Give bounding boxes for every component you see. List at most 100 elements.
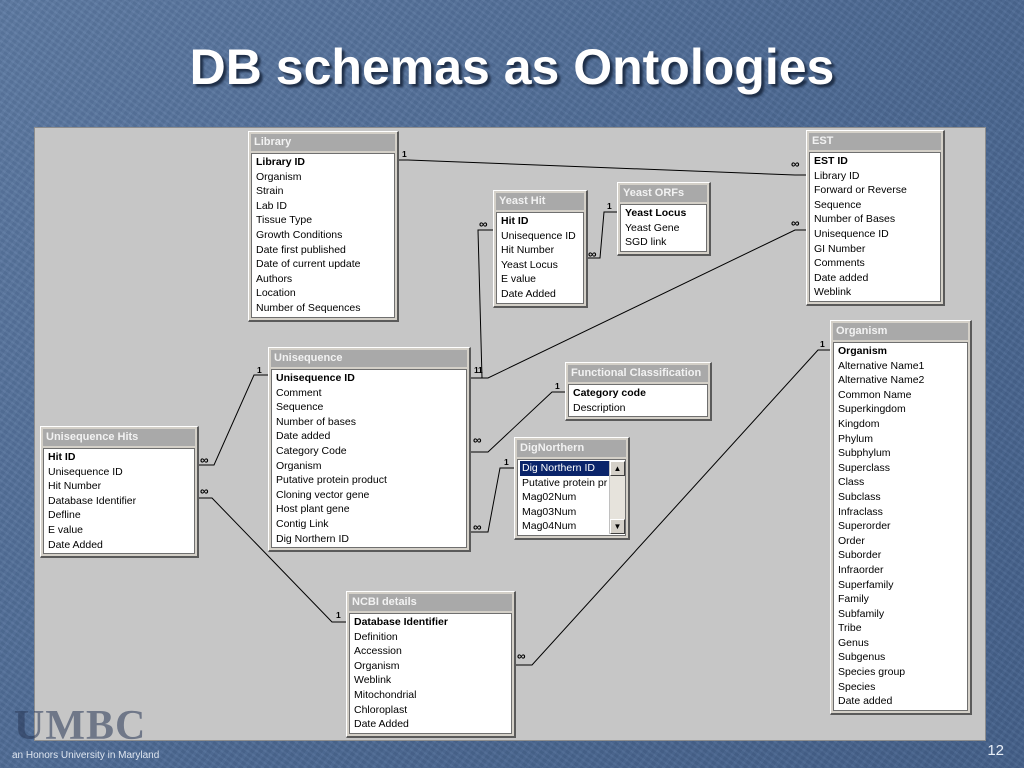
primary-key-field[interactable]: Organism — [838, 345, 888, 357]
primary-key-field[interactable]: Category code — [573, 387, 646, 399]
scroll-up-icon[interactable]: ▲ — [610, 461, 625, 476]
table-field[interactable]: Chloroplast — [354, 703, 408, 716]
table-field[interactable]: Forward or Reverse — [814, 184, 907, 197]
table-unisequence-hits[interactable]: Unisequence Hits Hit ID Unisequence ID Hit… — [40, 426, 199, 559]
table-field[interactable]: Tribe — [838, 622, 862, 635]
table-field[interactable]: Comments — [814, 257, 865, 270]
table-field[interactable]: Common Name — [838, 388, 912, 401]
table-field[interactable]: Hit Number — [48, 480, 102, 493]
table-field[interactable]: Unisequence ID — [501, 229, 576, 242]
table-field[interactable]: Lab ID — [256, 199, 287, 212]
table-field[interactable]: Accession — [354, 645, 402, 658]
table-field[interactable]: Strain — [256, 185, 284, 198]
table-yeast-hit[interactable]: Yeast Hit Hit ID Unisequence ID Hit Number… — [493, 190, 588, 308]
table-field[interactable]: Superfamily — [838, 578, 894, 591]
primary-key-field[interactable]: Database Identifier — [354, 616, 448, 628]
primary-key-field[interactable]: Dig Northern ID — [520, 461, 609, 476]
table-field[interactable]: Growth Conditions — [256, 228, 343, 241]
table-field[interactable]: Dig Northern ID — [276, 532, 349, 545]
table-title[interactable]: EST — [809, 133, 941, 150]
table-field[interactable]: Superclass — [838, 461, 890, 474]
vertical-scrollbar[interactable]: ▲ ▼ — [609, 461, 625, 534]
table-field[interactable]: Unisequence ID — [814, 227, 889, 240]
table-field[interactable]: Defline — [48, 509, 81, 522]
table-field[interactable]: Definition — [354, 630, 398, 643]
table-field[interactable]: Mitochondrial — [354, 688, 417, 701]
table-field[interactable]: Tissue Type — [256, 214, 313, 227]
table-field[interactable]: Phylum — [838, 432, 874, 445]
primary-key-field[interactable]: Unisequence ID — [276, 372, 355, 384]
table-field[interactable]: E value — [48, 523, 84, 536]
table-field[interactable]: Class — [838, 476, 865, 489]
table-field[interactable]: Genus — [838, 636, 869, 649]
table-field[interactable]: Hit Number — [501, 244, 555, 257]
table-field[interactable]: Family — [838, 593, 869, 606]
table-field[interactable]: Category Code — [276, 444, 347, 457]
table-field[interactable]: Subgenus — [838, 651, 886, 664]
primary-key-field[interactable]: Library ID — [256, 156, 306, 168]
table-field[interactable]: Putative protein pr — [522, 476, 608, 489]
table-field[interactable]: Mag04Num — [522, 520, 577, 533]
table-field[interactable]: Description — [573, 401, 626, 414]
table-title[interactable]: Functional Classification — [568, 365, 708, 382]
table-field[interactable]: Yeast Gene — [625, 221, 680, 234]
table-field[interactable]: Mag02Num — [522, 491, 577, 504]
table-title[interactable]: Library — [251, 134, 395, 151]
table-title[interactable]: Unisequence Hits — [43, 429, 195, 446]
table-field[interactable]: Date of current update — [256, 258, 361, 271]
primary-key-field[interactable]: Yeast Locus — [625, 207, 687, 219]
table-field[interactable]: Mag03Num — [522, 505, 577, 518]
table-field[interactable]: SGD link — [625, 236, 667, 249]
table-field[interactable]: Date added — [838, 695, 893, 708]
table-title[interactable]: Unisequence — [271, 350, 467, 367]
table-field[interactable]: Organism — [276, 459, 322, 472]
table-title[interactable]: Organism — [833, 323, 968, 340]
table-field[interactable]: Subfamily — [838, 607, 885, 620]
table-field[interactable]: Date added — [814, 271, 869, 284]
table-field[interactable]: Authors — [256, 272, 293, 285]
table-title[interactable]: NCBI details — [349, 594, 512, 611]
table-field[interactable]: Alternative Name1 — [838, 359, 925, 372]
primary-key-field[interactable]: Hit ID — [48, 451, 76, 463]
table-field[interactable]: Database Identifier — [48, 494, 137, 507]
table-field[interactable]: Comment — [276, 386, 322, 399]
table-field[interactable]: Superkingdom — [838, 403, 906, 416]
table-field[interactable]: GI Number — [814, 242, 866, 255]
table-field[interactable]: Number of Sequences — [256, 301, 361, 314]
table-field[interactable]: Number of Bases — [814, 213, 896, 226]
table-field[interactable]: Cloning vector gene — [276, 488, 370, 501]
primary-key-field[interactable]: Hit ID — [501, 215, 529, 227]
table-field[interactable]: Library ID — [814, 169, 860, 182]
scroll-down-icon[interactable]: ▼ — [610, 518, 625, 534]
table-field[interactable]: Subclass — [838, 490, 881, 503]
table-field[interactable]: Infraclass — [838, 505, 883, 518]
table-field[interactable]: Date Added — [48, 538, 103, 551]
table-field[interactable]: Unisequence ID — [48, 465, 123, 478]
table-field[interactable]: Number of bases — [276, 415, 356, 428]
table-field[interactable]: Order — [838, 534, 865, 547]
table-field[interactable]: Sequence — [276, 401, 324, 414]
table-field[interactable]: Date added — [276, 430, 331, 443]
table-field[interactable]: Organism — [256, 170, 302, 183]
table-field[interactable]: Date Added — [501, 287, 556, 300]
table-field[interactable]: Contig Link — [276, 517, 329, 530]
table-field[interactable]: Sequence — [814, 198, 862, 211]
table-field[interactable]: Kingdom — [838, 417, 880, 430]
table-title[interactable]: Yeast ORFs — [620, 185, 707, 202]
primary-key-field[interactable]: EST ID — [814, 155, 848, 167]
table-field[interactable]: Weblink — [814, 286, 852, 299]
table-field[interactable]: Species — [838, 680, 876, 693]
table-field[interactable]: Superorder — [838, 520, 891, 533]
table-field[interactable]: Alternative Name2 — [838, 374, 925, 387]
table-field[interactable]: Infraorder — [838, 563, 884, 576]
table-field[interactable]: Species group — [838, 666, 906, 679]
table-title[interactable]: Yeast Hit — [496, 193, 584, 210]
table-field[interactable]: Suborder — [838, 549, 882, 562]
